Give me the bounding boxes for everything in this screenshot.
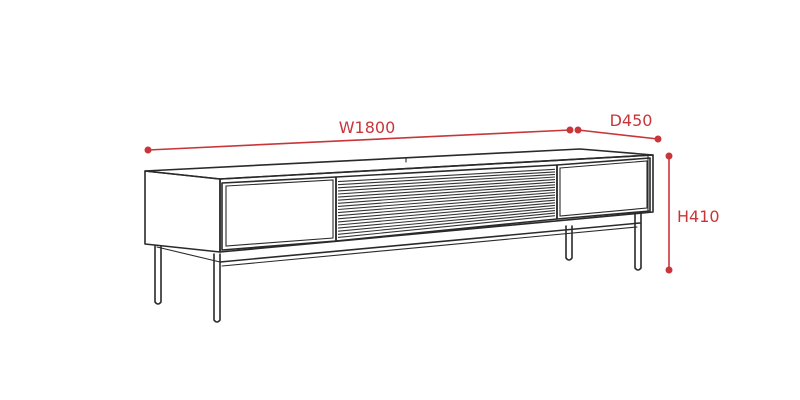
left-drawer bbox=[221, 176, 337, 251]
slat-line bbox=[337, 191, 556, 211]
slat-line bbox=[337, 184, 556, 201]
width-dim-end-dot bbox=[566, 126, 574, 134]
left-side-rail bbox=[156, 246, 221, 263]
slat-line bbox=[337, 171, 556, 186]
slat-line bbox=[337, 197, 556, 217]
width-dimension-line bbox=[147, 129, 571, 151]
depth-dim-start-dot bbox=[574, 126, 582, 134]
slats bbox=[337, 168, 556, 238]
slat-line bbox=[337, 212, 556, 235]
height-dimension: H410 bbox=[665, 152, 720, 274]
slat-line bbox=[337, 199, 556, 220]
back-right-leg bbox=[565, 225, 573, 261]
depth-dimension-line bbox=[577, 129, 659, 140]
slat-line bbox=[337, 173, 556, 189]
depth-dim-end-dot bbox=[654, 135, 662, 143]
slat-line bbox=[337, 207, 556, 229]
slat-line bbox=[337, 204, 556, 226]
left-drawer-inner bbox=[225, 179, 334, 247]
right-drawer-inner bbox=[559, 160, 648, 217]
slat-line bbox=[337, 168, 556, 183]
depth-dimension: D450 bbox=[574, 111, 662, 143]
slat-line bbox=[337, 210, 556, 232]
slat-line bbox=[337, 194, 556, 214]
slat-line bbox=[337, 202, 556, 223]
front-rail-bottom bbox=[221, 226, 638, 267]
leg-frame bbox=[154, 212, 642, 323]
front-right-leg bbox=[634, 212, 642, 271]
cabinet-front-face bbox=[219, 154, 654, 253]
slatted-center-panel bbox=[335, 164, 558, 242]
cabinet-left-side bbox=[144, 170, 221, 253]
width-dimension: W1800 bbox=[144, 118, 574, 154]
width-label: W1800 bbox=[339, 118, 396, 137]
height-dim-top-dot bbox=[665, 152, 673, 160]
depth-label: D450 bbox=[610, 111, 653, 130]
right-drawer-outer bbox=[556, 157, 651, 220]
height-label: H410 bbox=[677, 207, 720, 226]
slat-line bbox=[337, 181, 556, 198]
slat-line bbox=[337, 189, 556, 207]
front-rail bbox=[219, 222, 641, 263]
right-drawer bbox=[556, 157, 651, 220]
slat-line bbox=[337, 215, 556, 238]
height-dim-bottom-dot bbox=[665, 266, 673, 274]
width-dim-start-dot bbox=[144, 146, 152, 154]
slat-line bbox=[337, 176, 556, 192]
slat-line bbox=[337, 186, 556, 204]
slat-line bbox=[337, 179, 556, 195]
back-left-leg bbox=[154, 245, 162, 305]
cabinet-body bbox=[144, 148, 654, 253]
front-left-leg bbox=[213, 253, 221, 323]
